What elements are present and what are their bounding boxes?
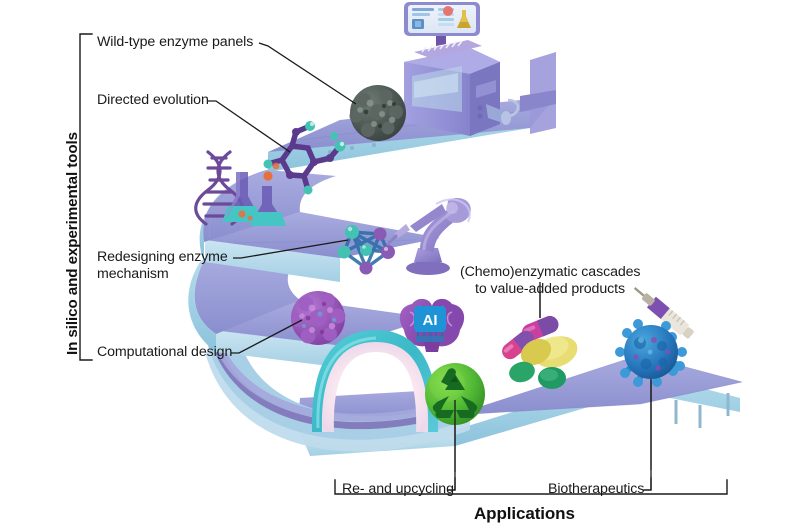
leader-lines xyxy=(208,42,652,490)
conveyor-belt xyxy=(188,52,743,456)
dna-double-helix-icon xyxy=(194,150,244,226)
label-directed-evolution: Directed evolution xyxy=(97,92,209,108)
label-chemoenzymatic-cascades-line2: to value-added products xyxy=(475,281,625,297)
lab-instrument-with-monitor-icon xyxy=(404,2,520,136)
label-re-and-upcycling: Re- and upcycling xyxy=(342,481,454,497)
ai-brain-chip-icon: AI xyxy=(399,298,465,352)
axis-label-applications: Applications xyxy=(474,504,575,523)
virus-particle-with-syringe-icon xyxy=(615,286,694,470)
svg-text:AI: AI xyxy=(423,312,438,329)
robotic-arm-icon xyxy=(386,197,471,275)
label-wild-type-enzyme-panels: Wild-type enzyme panels xyxy=(97,34,254,50)
label-redesigning-enzyme-mechanism-line2: mechanism xyxy=(97,266,169,282)
axis-label-tools: In silico and experimental tools xyxy=(64,132,81,355)
label-redesigning-enzyme-mechanism-line1: Redesigning enzyme xyxy=(97,249,228,265)
label-chemoenzymatic-cascades-line1: (Chemo)enzymatic cascades xyxy=(460,264,641,280)
label-computational-design: Computational design xyxy=(97,344,233,360)
purple-protein-blob-icon xyxy=(291,291,346,345)
iridescent-tunnel-arch-icon xyxy=(311,330,439,432)
erlenmeyer-flasks-icon xyxy=(222,162,286,226)
label-biotherapeutics: Biotherapeutics xyxy=(548,481,645,497)
dark-protein-structure-icon xyxy=(349,85,406,141)
molecular-network-graph-icon xyxy=(337,225,395,275)
pharmaceutical-pills-icon xyxy=(502,282,578,389)
green-recycling-symbol-icon xyxy=(425,363,485,472)
purple-small-molecule-icon xyxy=(263,121,346,195)
